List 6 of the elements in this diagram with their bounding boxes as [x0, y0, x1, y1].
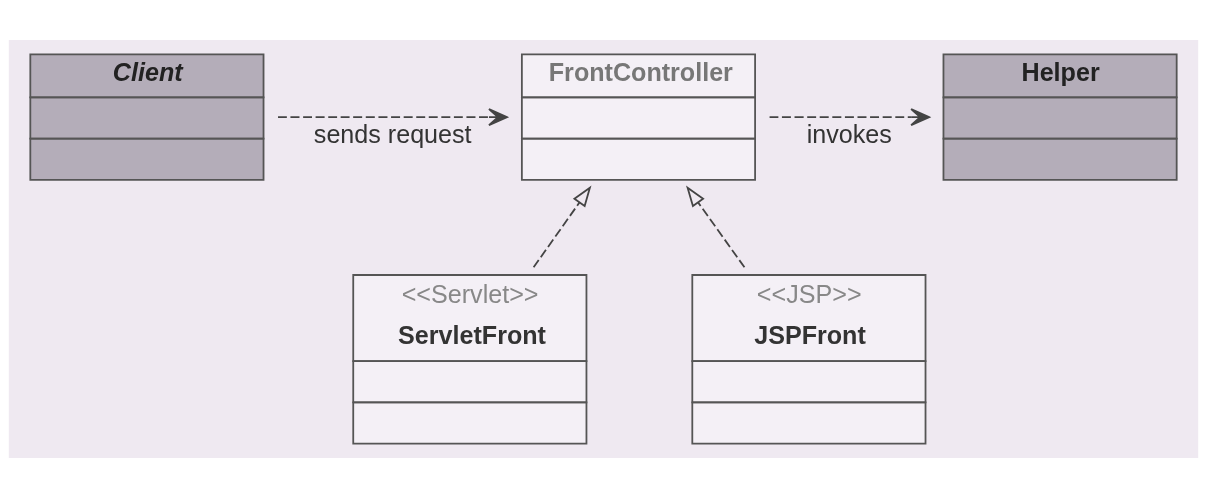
edge-label: invokes [806, 119, 892, 148]
arrow [686, 184, 746, 268]
arrow [532, 184, 592, 268]
arrow [768, 107, 930, 126]
arrow [277, 107, 508, 126]
edge-label: sends request [313, 119, 472, 148]
